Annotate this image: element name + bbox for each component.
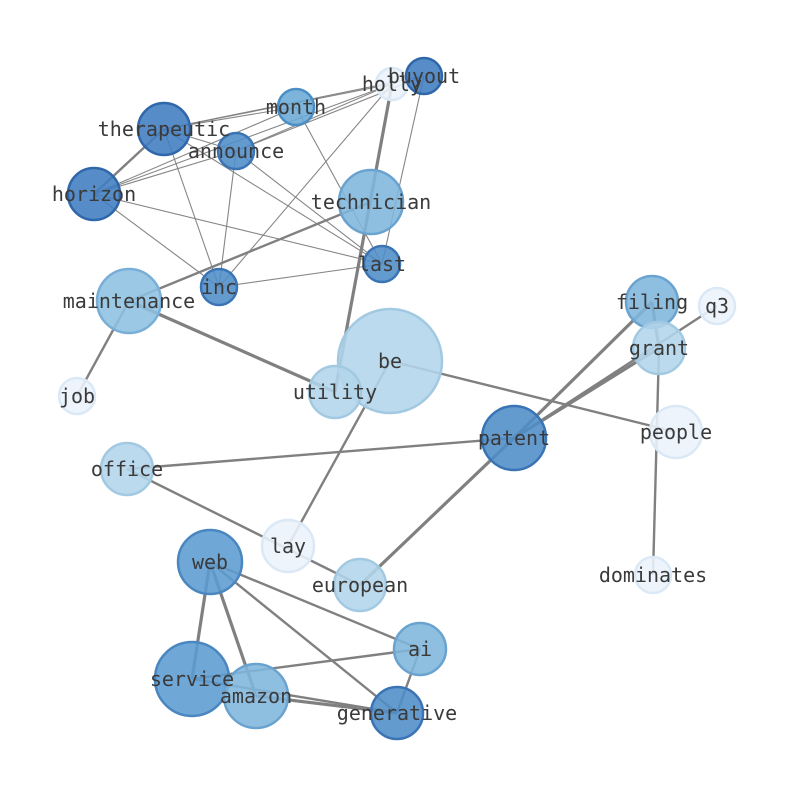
node-label-amazon: amazon	[220, 684, 292, 708]
node-inc[interactable]	[199, 267, 239, 307]
node-patent[interactable]	[480, 404, 548, 472]
node-utility[interactable]	[307, 364, 363, 420]
node-label-last: last	[358, 252, 406, 276]
edge-therapeutic-last	[163, 128, 383, 265]
node-label-lay: lay	[270, 534, 306, 558]
edge-therapeutic-inc	[163, 128, 220, 288]
edge-month-last	[295, 106, 383, 265]
node-label-therapeutic: therapeutic	[98, 117, 230, 141]
edge-web-ai	[209, 560, 421, 651]
edge-announce-last	[235, 150, 383, 265]
node-label-grant: grant	[629, 336, 689, 360]
node-last[interactable]	[362, 244, 402, 284]
edge-buyout-last	[381, 75, 425, 265]
node-job[interactable]	[57, 376, 97, 416]
node-label-be: be	[378, 349, 402, 373]
node-label-web: web	[192, 550, 228, 574]
node-web[interactable]	[176, 528, 244, 596]
edge-inc-last	[218, 263, 383, 288]
node-label-ai: ai	[408, 637, 432, 661]
node-buyout[interactable]	[404, 56, 444, 96]
node-lay[interactable]	[260, 518, 316, 574]
node-office[interactable]	[99, 441, 155, 497]
node-label-dominates: dominates	[599, 563, 707, 587]
node-label-holly: holly	[362, 72, 422, 96]
node-announce[interactable]	[216, 131, 256, 171]
node-label-inc: inc	[201, 275, 237, 299]
node-ai[interactable]	[392, 621, 448, 677]
node-q3[interactable]	[697, 286, 737, 326]
node-label-maintenance: maintenance	[63, 289, 195, 313]
edge-horizon-month	[93, 106, 297, 195]
node-grant[interactable]	[631, 320, 687, 376]
node-label-service: service	[150, 667, 234, 691]
node-people[interactable]	[648, 404, 704, 460]
edge-technician-maintenance	[128, 200, 372, 303]
nodes-layer	[57, 56, 737, 741]
edge-grant-dominates	[651, 347, 661, 576]
node-amazon[interactable]	[222, 662, 290, 730]
edge-announce-holly	[235, 83, 393, 152]
node-label-announce: announce	[188, 139, 284, 163]
node-maintenance[interactable]	[95, 267, 163, 335]
node-label-people: people	[640, 420, 712, 444]
node-dominates[interactable]	[633, 555, 673, 595]
edge-horizon-last	[93, 193, 383, 265]
node-month[interactable]	[276, 87, 316, 127]
node-label-patent: patent	[478, 426, 550, 450]
edge-web-generative	[209, 561, 398, 714]
edge-office-european	[126, 467, 361, 587]
edge-announce-inc	[218, 150, 237, 288]
node-be[interactable]	[336, 307, 444, 415]
edge-patent-european	[358, 436, 516, 587]
edge-patent-office	[126, 436, 515, 471]
edge-service-ai	[191, 647, 421, 681]
node-label-buyout: buyout	[388, 64, 460, 88]
node-therapeutic[interactable]	[136, 101, 192, 157]
node-label-horizon: horizon	[52, 182, 136, 206]
node-horizon[interactable]	[66, 166, 122, 222]
node-generative[interactable]	[369, 685, 425, 741]
edge-maintenance-utility	[128, 299, 336, 394]
node-label-utility: utility	[293, 380, 377, 404]
node-label-filing: filing	[616, 290, 688, 314]
node-label-q3: q3	[705, 294, 729, 318]
node-label-generative: generative	[337, 701, 457, 725]
node-european[interactable]	[332, 557, 388, 613]
node-label-european: european	[312, 573, 408, 597]
node-label-job: job	[59, 384, 95, 408]
node-label-month: month	[266, 95, 326, 119]
node-label-technician: technician	[311, 190, 431, 214]
node-label-office: office	[91, 457, 163, 481]
node-technician[interactable]	[337, 168, 405, 236]
